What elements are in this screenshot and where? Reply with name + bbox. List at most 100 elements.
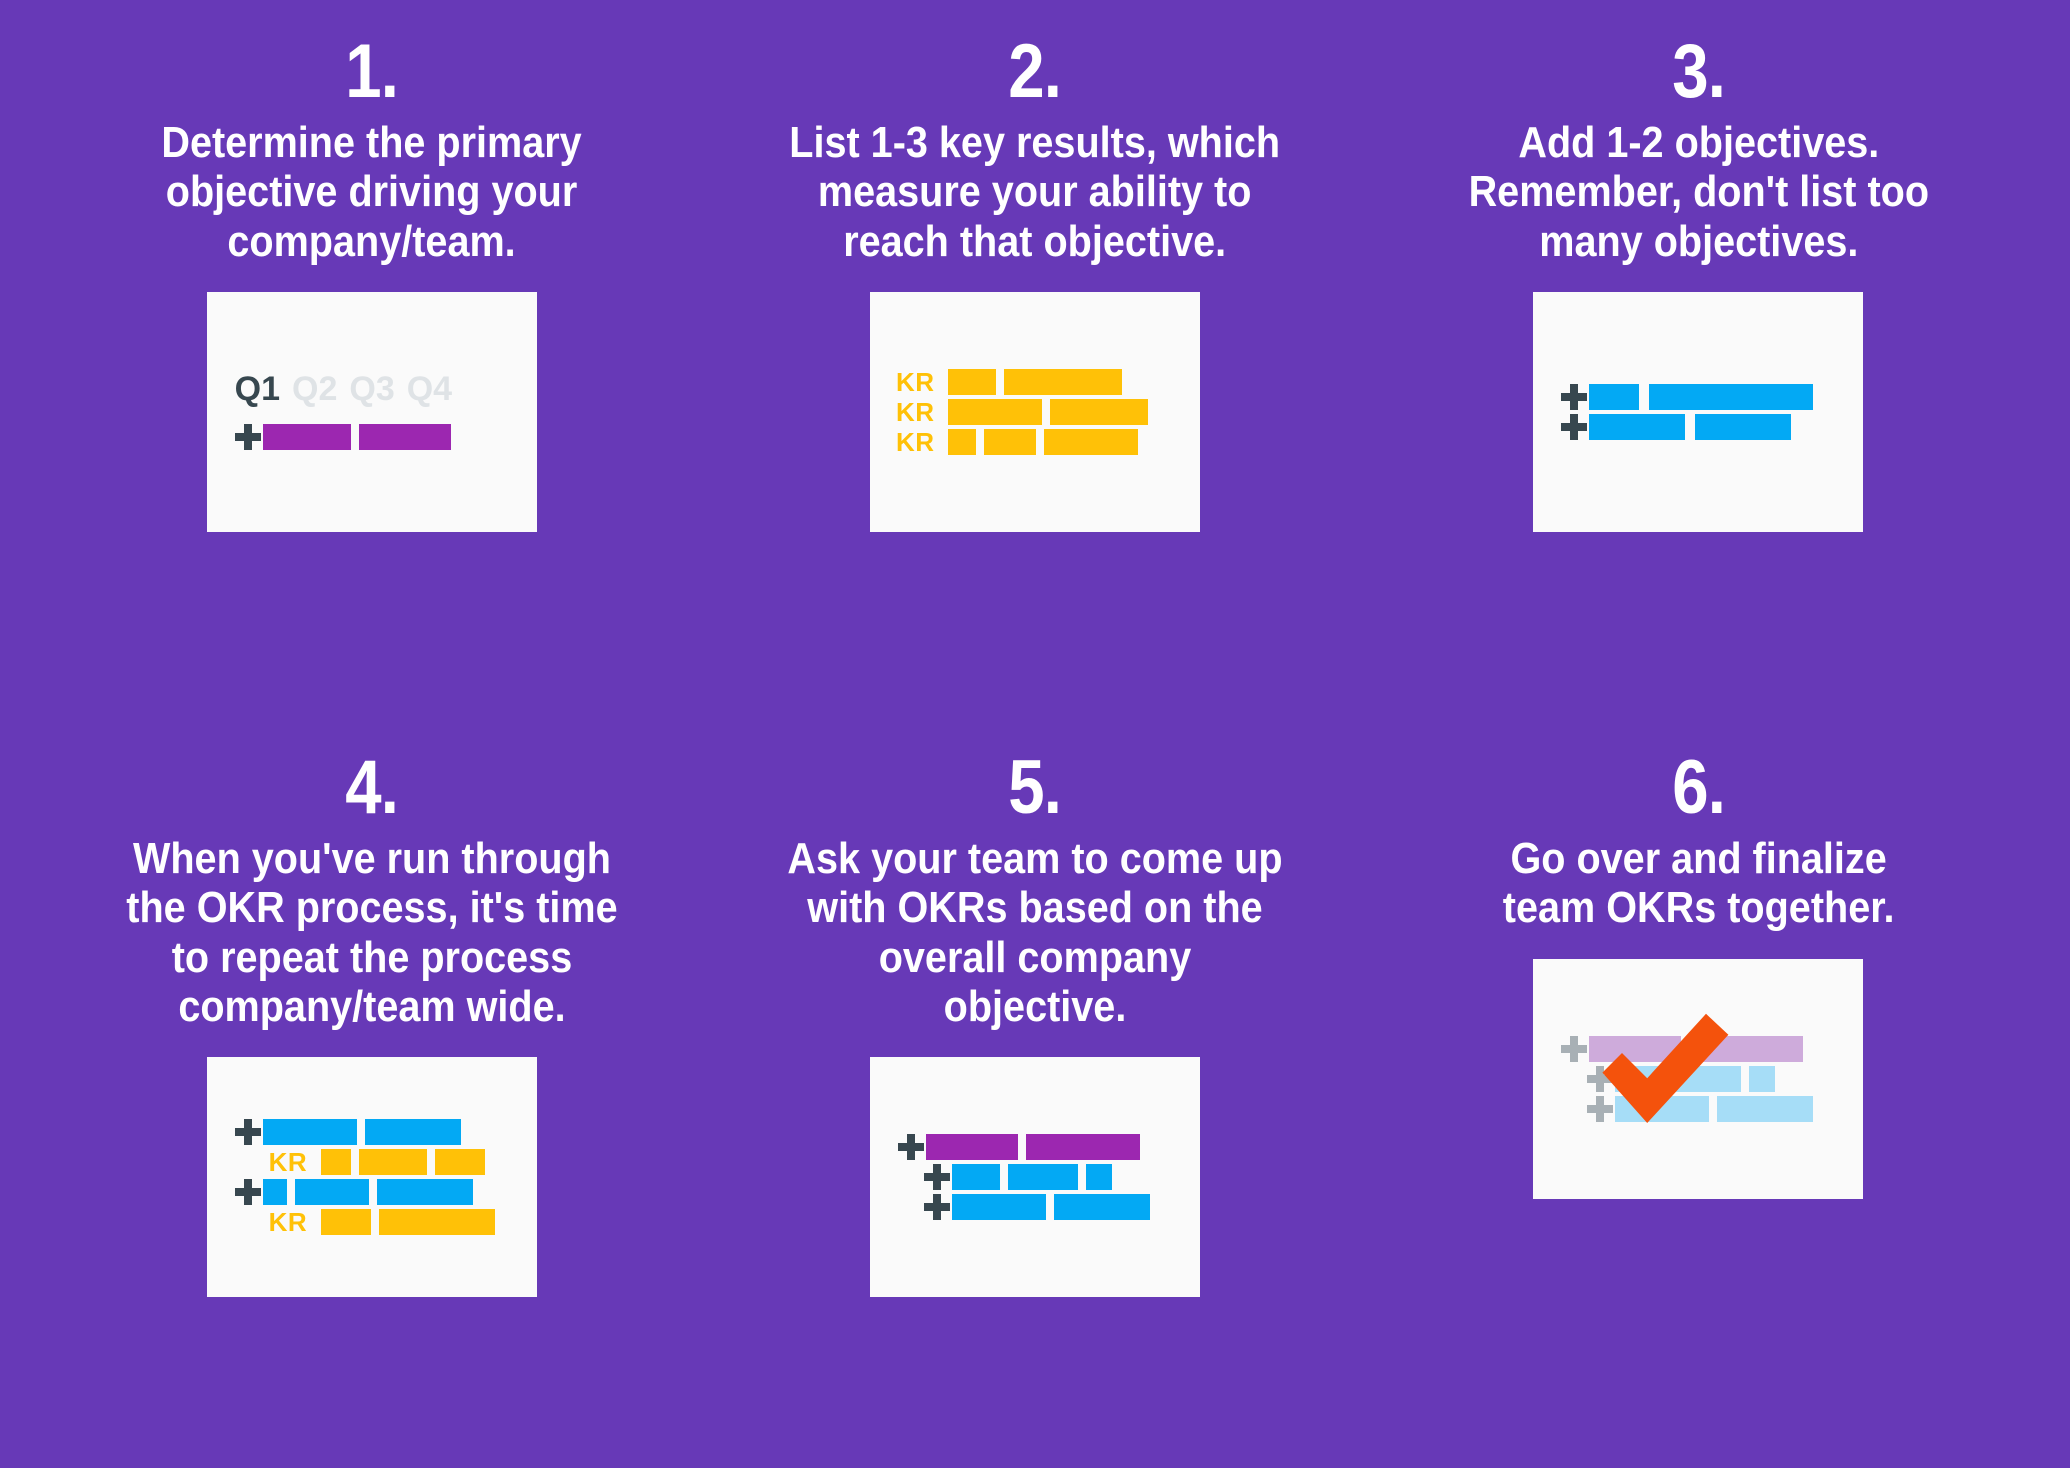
plus-icon	[1585, 1064, 1615, 1094]
row-lead	[233, 1177, 263, 1207]
progress-bar	[358, 1149, 427, 1176]
row-lead	[233, 422, 263, 452]
progress-bar	[1671, 1065, 1742, 1092]
card-row	[896, 1162, 1174, 1192]
key-result-label: KR	[895, 366, 935, 397]
progress-bar	[1043, 428, 1138, 455]
progress-bar	[1589, 413, 1686, 440]
step-number-2: 2.	[1008, 29, 1063, 114]
row-lead	[233, 1117, 263, 1147]
row-lead: KR	[896, 429, 948, 455]
card-row	[233, 422, 511, 452]
row-bars	[925, 1134, 1174, 1161]
progress-bar	[925, 1134, 1018, 1161]
progress-bar	[1049, 398, 1148, 425]
card-rows	[896, 1132, 1174, 1222]
card-row	[233, 1117, 511, 1147]
progress-bar	[1615, 1095, 1710, 1122]
plus-icon	[922, 1162, 952, 1192]
step-text-1: Determine the primary objective driving …	[161, 118, 582, 266]
card-row	[1559, 412, 1837, 442]
card-row: KR	[896, 427, 1174, 457]
step-card-3	[1533, 291, 1864, 532]
card-row	[896, 1132, 1174, 1162]
row-bars	[947, 368, 1174, 395]
progress-bar	[1589, 1035, 1682, 1062]
quarter-label-q1: Q1	[234, 369, 281, 408]
plus-icon	[233, 1117, 263, 1147]
step-1: 1.Determine the primary objective drivin…	[40, 34, 703, 738]
card-rows	[1559, 382, 1837, 442]
row-bars	[262, 1119, 511, 1146]
card-rows	[1559, 1034, 1837, 1124]
plus-icon	[1559, 1034, 1589, 1064]
step-text-2: List 1-3 key results, which measure your…	[789, 118, 1281, 266]
row-lead	[896, 1132, 926, 1162]
row-lead	[1585, 1094, 1615, 1124]
card-row	[1559, 1034, 1837, 1064]
progress-bar	[294, 1179, 369, 1206]
progress-bar	[947, 428, 976, 455]
row-bars	[262, 1179, 511, 1206]
step-text-4: When you've run through the OKR process,…	[125, 834, 618, 1031]
step-text-6: Go over and finalize team OKRs together.	[1502, 834, 1895, 933]
key-result-label: KR	[895, 426, 935, 457]
step-number-5: 5.	[1008, 745, 1063, 830]
progress-bar	[1749, 1065, 1776, 1092]
card-row	[233, 1177, 511, 1207]
progress-bar	[1007, 1164, 1078, 1191]
step-text-5: Ask your team to come up with OKRs based…	[787, 834, 1283, 1031]
progress-bar	[1003, 368, 1122, 395]
progress-bar	[364, 1119, 461, 1146]
progress-bar	[1589, 383, 1640, 410]
progress-bar	[947, 368, 996, 395]
row-bars	[1589, 1035, 1837, 1062]
progress-bar	[320, 1149, 351, 1176]
progress-bar	[262, 423, 351, 450]
row-bars	[1615, 1065, 1837, 1092]
progress-bar	[320, 1209, 371, 1236]
progress-bar	[983, 428, 1036, 455]
plus-icon	[233, 1177, 263, 1207]
row-lead	[1559, 1034, 1589, 1064]
row-lead	[1559, 412, 1589, 442]
progress-bar	[951, 1164, 1000, 1191]
plus-icon	[1559, 382, 1589, 412]
row-lead: KR	[896, 399, 948, 425]
progress-bar	[1053, 1194, 1150, 1221]
card-row	[1559, 382, 1837, 412]
row-bars	[262, 423, 511, 450]
row-bars	[947, 398, 1174, 425]
step-6: 6.Go over and finalize team OKRs togethe…	[1367, 738, 2030, 1442]
quarter-label-q4: Q4	[406, 369, 453, 408]
card-row	[1559, 1064, 1837, 1094]
card-row: KR	[233, 1207, 511, 1237]
progress-bar	[1689, 1035, 1804, 1062]
progress-bar	[951, 1194, 1046, 1221]
progress-bar	[1717, 1095, 1814, 1122]
plus-icon	[896, 1132, 926, 1162]
card-row: KR	[896, 367, 1174, 397]
plus-icon	[1559, 412, 1589, 442]
step-card-4: KR KR	[206, 1057, 537, 1298]
card-row	[896, 1192, 1174, 1222]
progress-bar	[434, 1149, 485, 1176]
step-4: 4.When you've run through the OKR proces…	[40, 738, 703, 1442]
card-row: KR	[233, 1147, 511, 1177]
card-rows: KR KR	[233, 1117, 511, 1237]
step-2: 2.List 1-3 key results, which measure yo…	[703, 34, 1366, 738]
step-number-6: 6.	[1671, 745, 1726, 830]
row-bars	[320, 1149, 511, 1176]
progress-bar	[1615, 1065, 1664, 1092]
progress-bar	[1649, 383, 1814, 410]
step-number-3: 3.	[1671, 29, 1726, 114]
progress-bar	[262, 1119, 357, 1146]
row-bars	[1589, 383, 1837, 410]
row-bars	[1615, 1095, 1837, 1122]
step-number-1: 1.	[345, 29, 399, 114]
